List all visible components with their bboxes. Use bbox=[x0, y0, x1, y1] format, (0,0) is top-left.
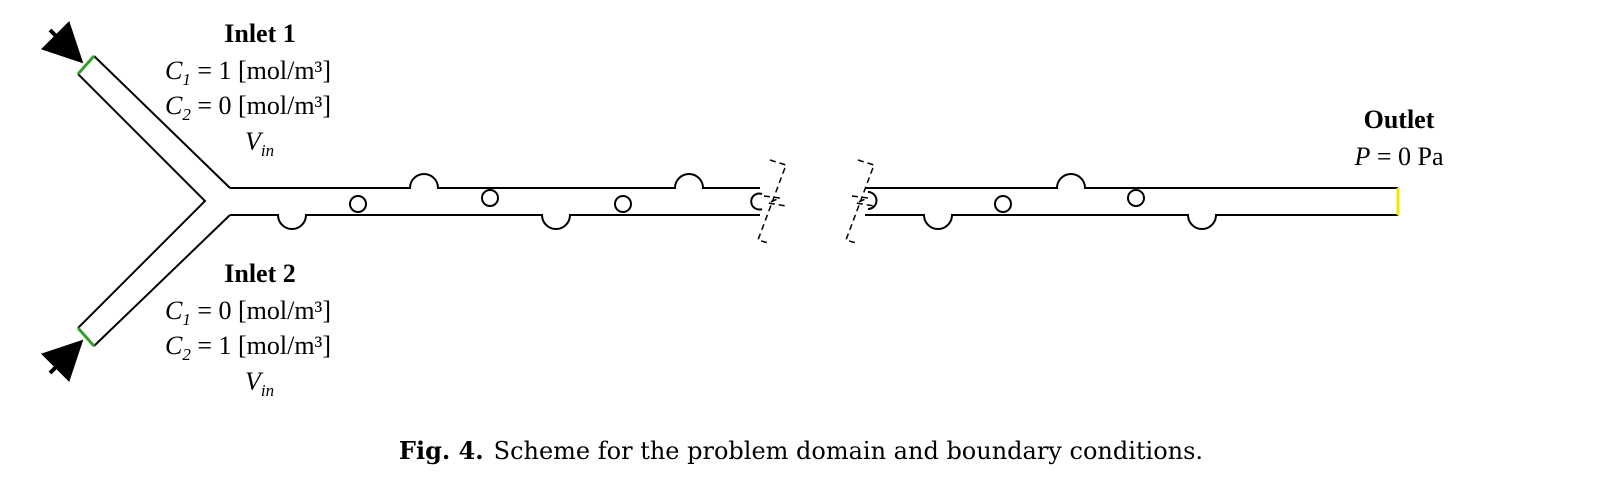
figure-label: Fig. 4. bbox=[398, 436, 484, 465]
figure-caption-text: Scheme for the problem domain and bounda… bbox=[493, 437, 1204, 465]
inlet2-title: Inlet 2 bbox=[224, 259, 296, 288]
channel-left-segment bbox=[230, 173, 763, 230]
channel-break-marks bbox=[757, 159, 875, 244]
inlet2-boundary bbox=[76, 327, 96, 347]
inlet1-c1-label: C1 = 1 [mol/m³] bbox=[165, 56, 331, 89]
inlet1-title: Inlet 1 bbox=[224, 19, 296, 48]
obstacle bbox=[481, 189, 499, 207]
inlet2-arrow-icon bbox=[40, 339, 84, 383]
y-junction bbox=[77, 55, 231, 347]
obstacle bbox=[994, 195, 1012, 213]
outlet-title: Outlet bbox=[1364, 105, 1435, 134]
channel-right-segment bbox=[865, 173, 1398, 230]
inlet1-c2-label: C2 = 0 [mol/m³] bbox=[165, 91, 331, 124]
obstacle bbox=[349, 195, 367, 213]
inlet2-velocity-label: Vin bbox=[245, 367, 274, 400]
channel-schematic: Inlet 1 C1 = 1 [mol/m³] C2 = 0 [mol/m³] … bbox=[40, 19, 1444, 400]
obstacle bbox=[1127, 189, 1145, 207]
inlet1-arrow-icon bbox=[40, 20, 84, 64]
inlet2-c2-label: C2 = 1 [mol/m³] bbox=[165, 331, 331, 364]
figure-caption: Fig. 4. Scheme for the problem domain and… bbox=[0, 436, 1602, 465]
obstacle bbox=[614, 195, 632, 213]
outlet-pressure-label: P = 0 Pa bbox=[1353, 142, 1444, 171]
inlet2-c1-label: C1 = 0 [mol/m³] bbox=[165, 296, 331, 329]
inlet1-boundary bbox=[76, 55, 96, 75]
inlet1-velocity-label: Vin bbox=[245, 127, 274, 160]
